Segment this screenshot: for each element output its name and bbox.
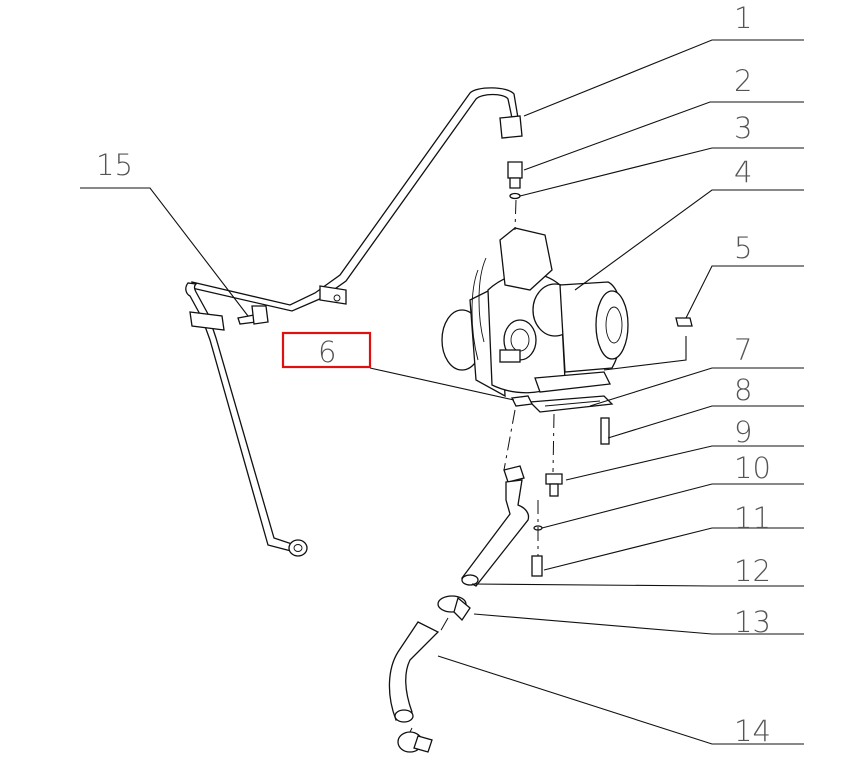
left-pipe (185, 282, 308, 557)
callout-4[interactable]: 4 (734, 155, 752, 189)
bolt-10 (545, 473, 563, 497)
callout-1[interactable]: 1 (734, 1, 752, 35)
center-lines (409, 199, 555, 733)
oil-feed-pipe (191, 87, 523, 312)
callout-5[interactable]: 5 (734, 231, 752, 265)
small-gasket (511, 395, 533, 407)
callout-8[interactable]: 8 (734, 373, 752, 407)
callout-9[interactable]: 9 (734, 415, 752, 449)
callout-6[interactable]: 6 (318, 335, 336, 369)
rubber-hose (388, 621, 440, 753)
nut-5 (675, 317, 693, 327)
hose-clamp (437, 595, 471, 622)
callout-15[interactable]: 15 (96, 148, 133, 182)
screw (531, 525, 543, 577)
callout-14[interactable]: 14 (734, 714, 771, 748)
drain-elbow (461, 465, 530, 587)
leader-lines (80, 39, 804, 745)
callout-12[interactable]: 12 (734, 554, 771, 588)
callout-2[interactable]: 2 (734, 64, 752, 98)
gasket (528, 395, 614, 413)
bolt-15 (237, 305, 269, 325)
callout-11[interactable]: 11 (734, 501, 771, 535)
callout-13[interactable]: 13 (734, 605, 771, 639)
stud (600, 417, 610, 445)
callout-numbers: 1 2 3 4 5 6 7 8 9 10 11 12 13 14 15 (96, 1, 771, 748)
banjo-fitting (507, 161, 523, 200)
turbocharger (441, 227, 629, 398)
callout-3[interactable]: 3 (734, 111, 752, 145)
callout-7[interactable]: 7 (734, 333, 752, 367)
clamp-bottom (397, 731, 433, 753)
callout-10[interactable]: 10 (734, 451, 771, 485)
highlight-box (281, 331, 372, 369)
